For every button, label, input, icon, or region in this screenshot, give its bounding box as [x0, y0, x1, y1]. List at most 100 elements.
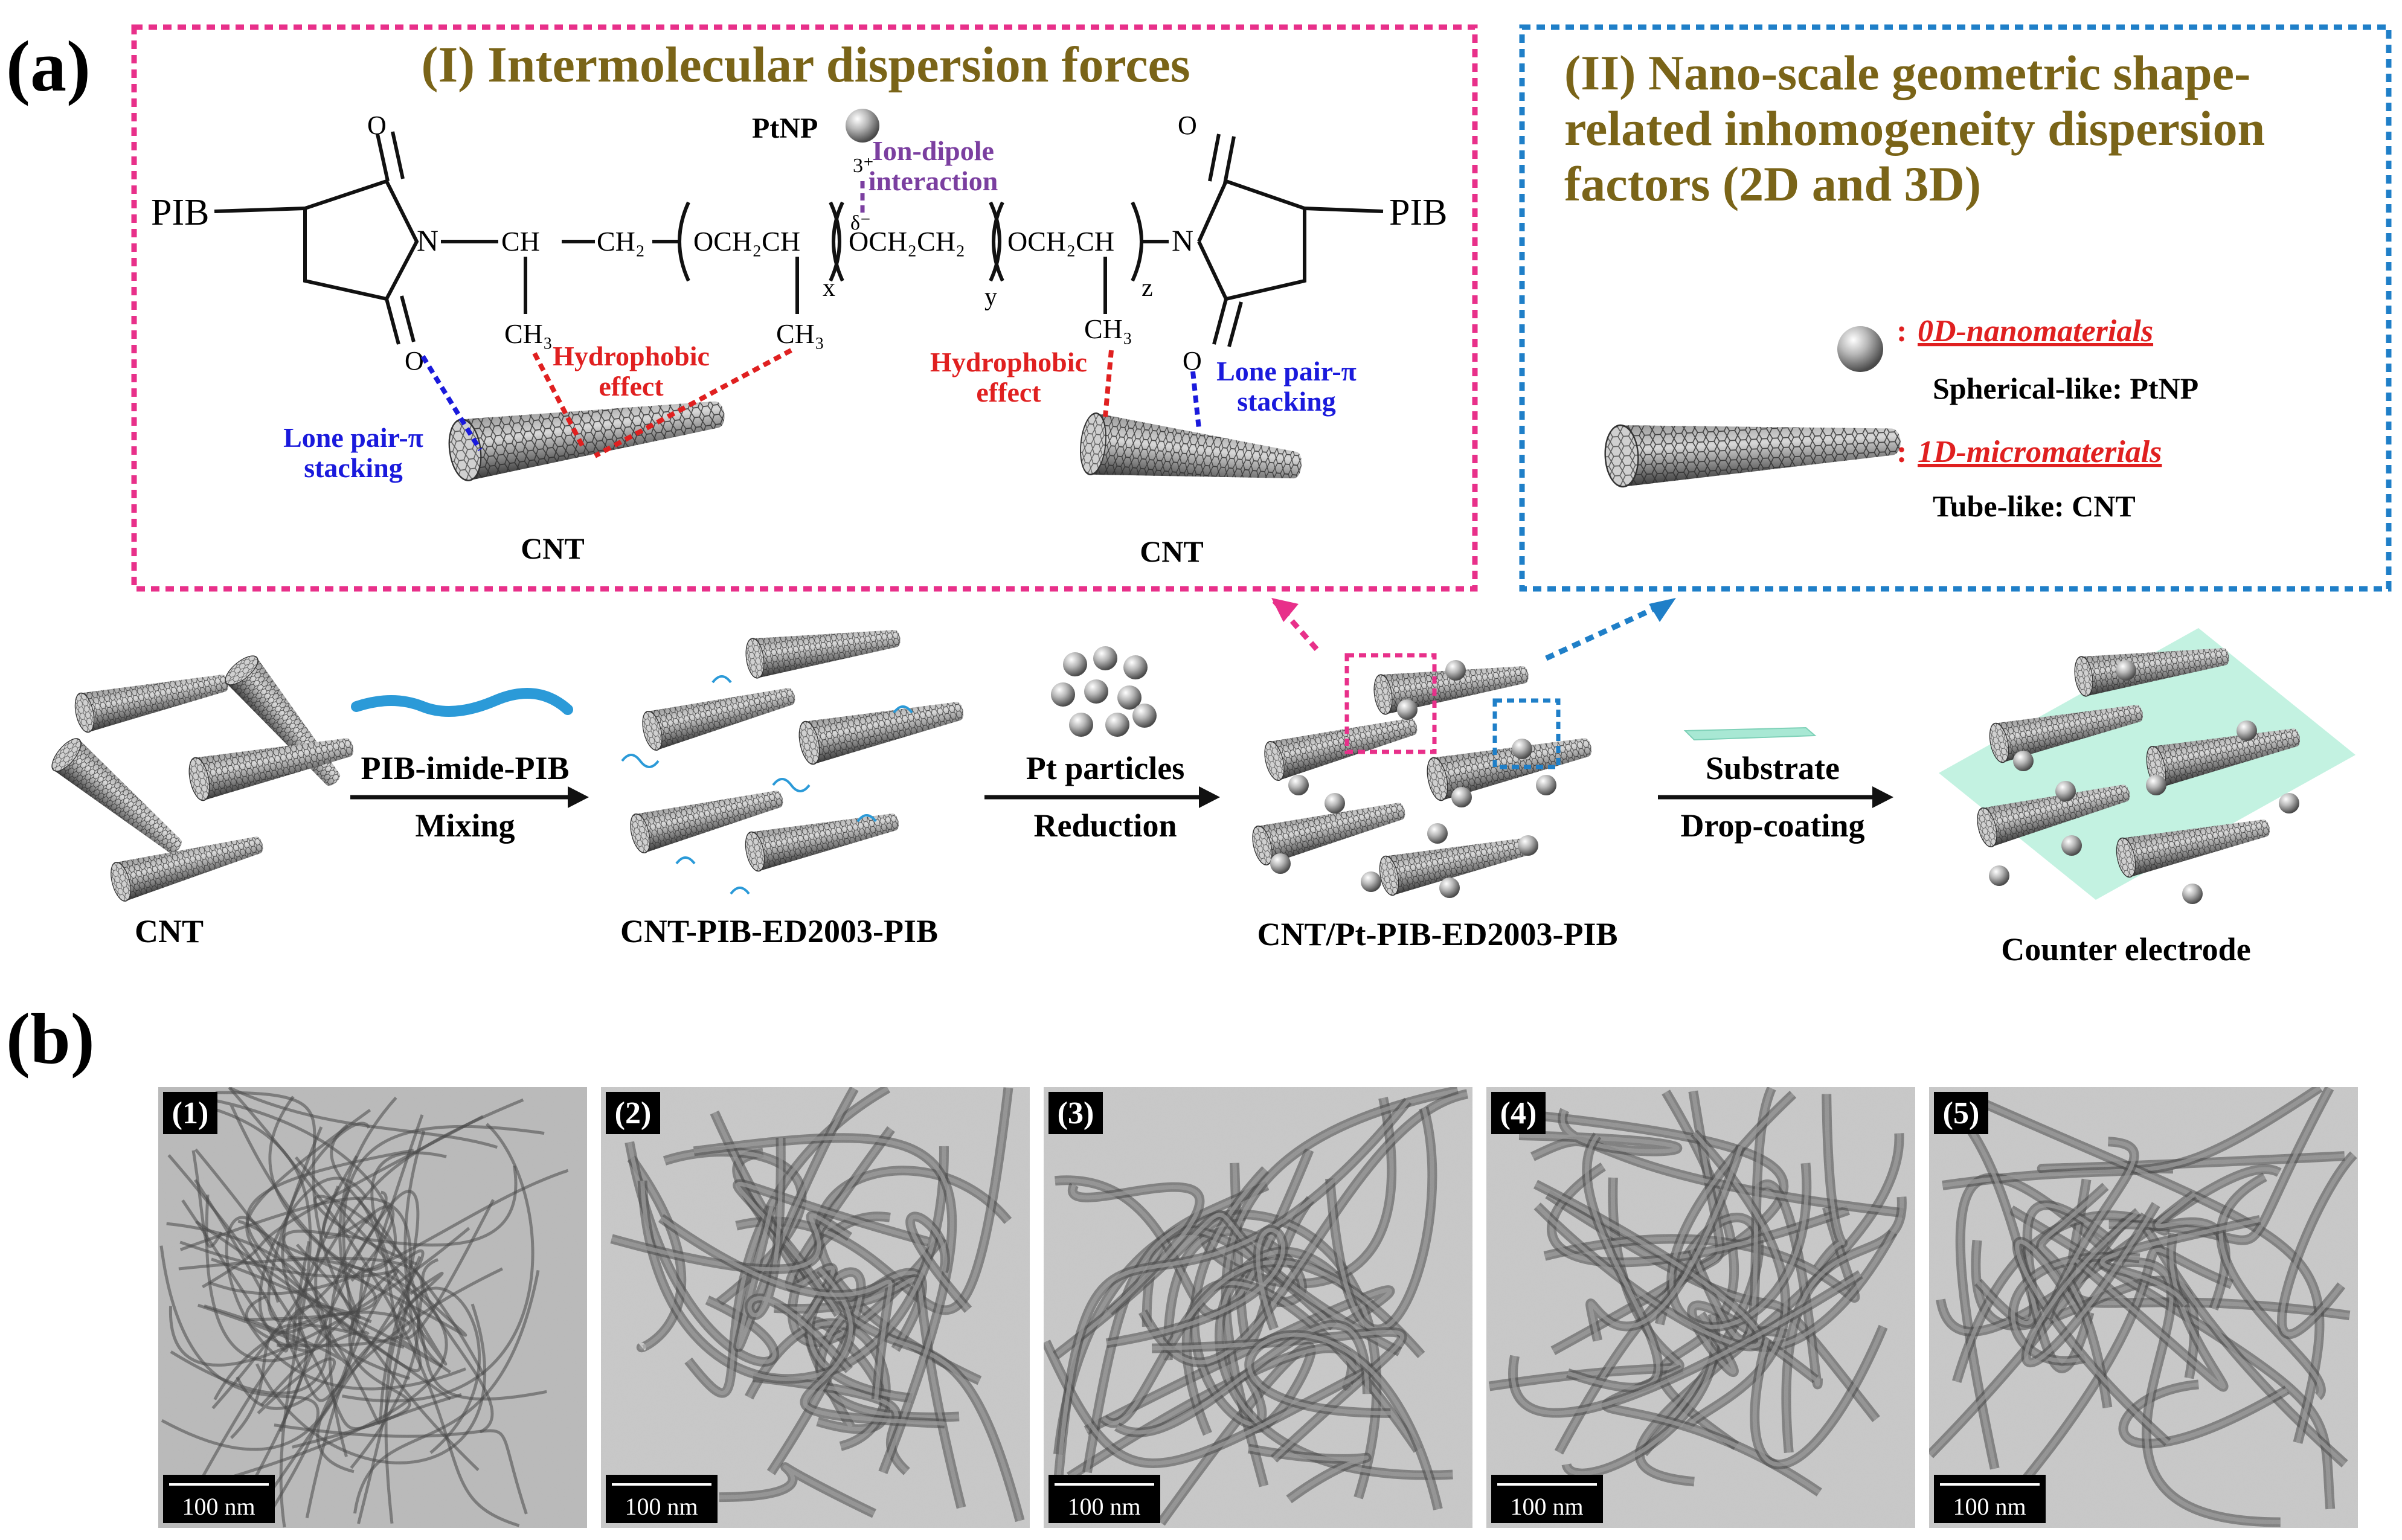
- lonepair-left-line2: stacking: [304, 452, 403, 483]
- one-d-label: 1D-micromaterials: [1918, 435, 2162, 469]
- zoom-pointer-box1: [1272, 599, 1319, 651]
- arrow1-head: [568, 786, 589, 808]
- charge-plus: 3⁺: [853, 155, 874, 177]
- step2-cnt-polymer-cluster: [621, 617, 968, 895]
- ch3-right: CH₃: [1084, 313, 1132, 344]
- charge-minus: δ⁻: [850, 212, 871, 234]
- box1-cnt-right-label: CNT: [1140, 534, 1204, 568]
- panel-b-label: (b): [6, 998, 95, 1079]
- pib-right: PIB: [1389, 192, 1447, 233]
- step3-label: CNT/Pt-PIB-ED2003-PIB: [1257, 916, 1618, 952]
- cnt-legend-tube: [1602, 409, 1903, 489]
- hydrophobic-right-line2: effect: [976, 377, 1041, 408]
- ch-left: CH: [501, 226, 540, 257]
- ch3-mid: CH₃: [776, 318, 824, 349]
- step1-label: CNT: [135, 913, 204, 949]
- step3-cnt-pt-cluster: [1248, 653, 1596, 898]
- tem-tag-1: (1): [172, 1096, 209, 1131]
- segment-z: OCH₂CH: [1007, 226, 1114, 257]
- box2-title-line2: related inhomogeneity dispersion: [1564, 101, 2265, 156]
- step4-label: Counter electrode: [2001, 931, 2250, 967]
- one-d-colon: :: [1896, 435, 1907, 469]
- arrow3-bottom: Drop-coating: [1681, 807, 1865, 844]
- lonepair-right-line2: stacking: [1237, 386, 1336, 417]
- tem-tag-5: (5): [1943, 1096, 1980, 1131]
- subscript-y: y: [984, 283, 997, 311]
- panel-a-label: (a): [6, 26, 91, 106]
- zero-d-colon: :: [1896, 314, 1907, 348]
- box-intermolecular-forces: [131, 24, 1478, 592]
- zoom-pointer-box1-head: [1271, 598, 1299, 622]
- tem-tag-4: (4): [1500, 1096, 1537, 1131]
- arrow1-top: PIB-imide-PIB: [361, 750, 570, 786]
- ion-dipole-line2: interaction: [869, 165, 998, 196]
- n-right: N: [1172, 223, 1193, 257]
- hydrophobic-left-link2: [594, 348, 792, 458]
- ptnp-label: PtNP: [752, 112, 818, 144]
- pt-particles-icon: [1051, 646, 1157, 737]
- o-right-top: O: [1178, 111, 1197, 140]
- hydrophobic-right-line1: Hydrophobic: [930, 347, 1087, 377]
- subscript-x: x: [823, 274, 835, 302]
- lonepair-right-line1: Lone pair-π: [1216, 356, 1357, 387]
- step1-cnt-cluster: [47, 650, 358, 904]
- arrow2-bottom: Reduction: [1033, 807, 1177, 844]
- o-left-bottom: O: [405, 346, 424, 376]
- zoom-pointer-box2-head: [1649, 598, 1676, 622]
- ch3-left: CH₃: [504, 318, 553, 349]
- tem-image-5: (5) 100 nm: [1929, 1087, 2358, 1528]
- ch2-left: CH₂: [597, 226, 645, 257]
- box-geometric-factors: [1519, 24, 2392, 592]
- substrate-icon: [1683, 727, 1817, 741]
- box1-cnt-left-label: CNT: [521, 531, 585, 565]
- arrow2-head: [1199, 786, 1220, 808]
- tem-scalebar-4: 100 nm: [1510, 1493, 1583, 1520]
- arrow3-top: Substrate: [1706, 750, 1840, 786]
- segment-x: OCH₂CH: [693, 226, 800, 257]
- tem-tag-2: (2): [615, 1096, 652, 1131]
- hydrophobic-right-link: [1103, 350, 1114, 417]
- tem-image-1: (1) 100 nm: [158, 1087, 587, 1528]
- step2-label: CNT-PIB-ED2003-PIB: [620, 913, 938, 949]
- zoom-pointer-box2: [1545, 604, 1659, 661]
- o-right-bottom: O: [1183, 346, 1202, 376]
- one-d-desc: Tube-like: CNT: [1933, 489, 2136, 523]
- hydrophobic-left-line2: effect: [599, 371, 664, 402]
- lonepair-right-link: [1190, 371, 1201, 429]
- tem-scalebar-1: 100 nm: [182, 1493, 255, 1520]
- ptnp-sphere: [846, 109, 879, 143]
- hydrophobic-left-link1: [532, 352, 585, 448]
- tem-scalebar-5: 100 nm: [1953, 1493, 2026, 1520]
- pib-ed2003-pib-structure: [214, 131, 1384, 347]
- n-left: N: [417, 223, 438, 257]
- o-left-top: O: [367, 111, 387, 140]
- zero-d-desc: Spherical-like: PtNP: [1933, 371, 2198, 405]
- tem-tag-3: (3): [1058, 1096, 1094, 1131]
- tem-image-4: (4) 100 nm: [1486, 1087, 1915, 1528]
- tem-scalebar-2: 100 nm: [625, 1493, 698, 1520]
- segment-y: OCH₂CH₂: [849, 226, 965, 257]
- arrow2-top: Pt particles: [1026, 750, 1184, 786]
- zero-d-label: 0D-nanomaterials: [1918, 314, 2153, 348]
- hydrophobic-left-line1: Hydrophobic: [553, 341, 710, 371]
- box1-cnt-right: [1077, 411, 1306, 498]
- arrow3-head: [1872, 786, 1893, 808]
- ptnp-legend-sphere: [1837, 326, 1883, 372]
- counter-electrode-illustration: [1939, 628, 2355, 904]
- polymer-chain-icon: [351, 688, 573, 717]
- arrow1-bottom: Mixing: [415, 807, 515, 844]
- ion-dipole-line1: Ion-dipole: [872, 135, 994, 166]
- box1-title: (I) Intermolecular dispersion forces: [421, 37, 1190, 93]
- box1-cnt-left: [445, 382, 730, 484]
- pib-left: PIB: [151, 192, 209, 233]
- box2-title-line3: factors (2D and 3D): [1564, 156, 1981, 211]
- lonepair-left-link: [420, 355, 483, 452]
- tem-scalebar-3: 100 nm: [1067, 1493, 1140, 1520]
- tem-image-3: (3) 100 nm: [1044, 1087, 1472, 1528]
- tem-image-2: (2) 100 nm: [601, 1087, 1030, 1528]
- subscript-z: z: [1142, 274, 1153, 302]
- box2-title-line1: (II) Nano-scale geometric shape-: [1564, 45, 2250, 100]
- tem-image-row: (1) 100 nm (2) 100 nm (3) 100 nm (4) 100 nm (5) 1…: [158, 1087, 2358, 1528]
